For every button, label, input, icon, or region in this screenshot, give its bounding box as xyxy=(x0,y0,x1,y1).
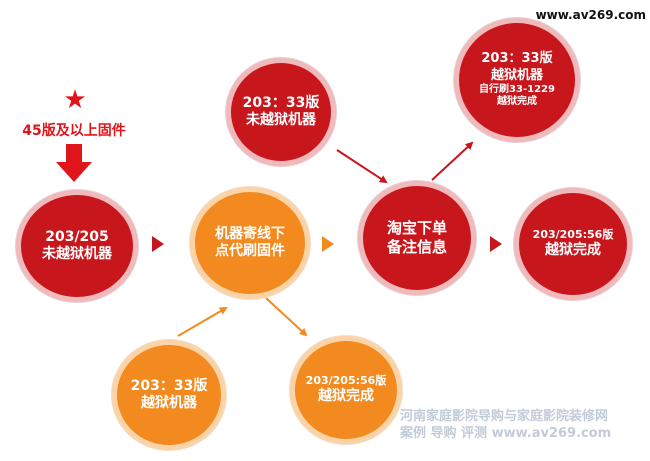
node-top-mid: 203：33版 未越狱机器 xyxy=(226,58,336,166)
node-top-right-line1: 203：33版 xyxy=(481,51,553,67)
arrow-send-to-bottom-mid xyxy=(265,297,308,337)
watermark-line1: 河南家庭影院导购与家庭影院装修网 xyxy=(400,409,609,424)
arrow-top-mid-to-order xyxy=(336,149,388,184)
node-start-line1: 203/205 xyxy=(45,228,109,245)
arrow-bottom-left-to-send xyxy=(177,306,228,337)
node-start: 203/205 未越狱机器 xyxy=(16,190,138,302)
node-bottom-left-line2: 越狱机器 xyxy=(141,395,197,411)
node-top-right: 203：33版 越狱机器 自行刷33-1229 越狱完成 xyxy=(454,18,580,142)
down-arrow-icon xyxy=(56,144,92,182)
node-order-line2: 备注信息 xyxy=(386,238,447,256)
node-done-right: 203/205:56版 越狱完成 xyxy=(514,188,632,300)
watermark: 河南家庭影院导购与家庭影院装修网 案例 导购 评测 www.av269.com xyxy=(400,408,645,442)
firmware-note: 45版及以上固件 xyxy=(22,123,126,139)
arrow-order-to-top-right xyxy=(431,141,474,181)
node-top-right-line2: 越狱机器 xyxy=(490,67,543,83)
chevron-right-icon xyxy=(490,236,502,252)
chevron-right-icon xyxy=(152,236,164,252)
node-done-right-line2: 越狱完成 xyxy=(545,242,601,259)
node-order: 淘宝下单 备注信息 xyxy=(358,181,476,295)
site-url: www.av269.com xyxy=(535,8,646,22)
node-bottom-mid-line1: 203/205:56版 xyxy=(305,374,387,388)
node-send-line1: 机器寄线下 xyxy=(215,225,285,242)
watermark-line2: 案例 导购 评测 www.av269.com xyxy=(400,426,612,441)
node-top-right-line4: 越狱完成 xyxy=(497,96,537,108)
node-top-mid-line2: 未越狱机器 xyxy=(246,112,316,128)
node-send: 机器寄线下 点代刷固件 xyxy=(190,187,310,299)
node-bottom-mid-line2: 越狱完成 xyxy=(318,388,374,405)
node-order-line1: 淘宝下单 xyxy=(386,219,447,238)
node-top-right-line3: 自行刷33-1229 xyxy=(479,83,555,95)
node-bottom-left-line1: 203：33版 xyxy=(130,377,208,394)
node-bottom-left: 203：33版 越狱机器 xyxy=(112,340,226,450)
node-done-right-line1: 203/205:56版 xyxy=(532,228,614,242)
node-bottom-mid: 203/205:56版 越狱完成 xyxy=(290,336,402,444)
node-start-line2: 未越狱机器 xyxy=(42,246,112,262)
chevron-right-icon xyxy=(322,236,334,252)
star-icon: ★ xyxy=(63,85,87,115)
node-send-line2: 点代刷固件 xyxy=(215,243,285,259)
node-top-mid-line1: 203：33版 xyxy=(242,94,320,111)
